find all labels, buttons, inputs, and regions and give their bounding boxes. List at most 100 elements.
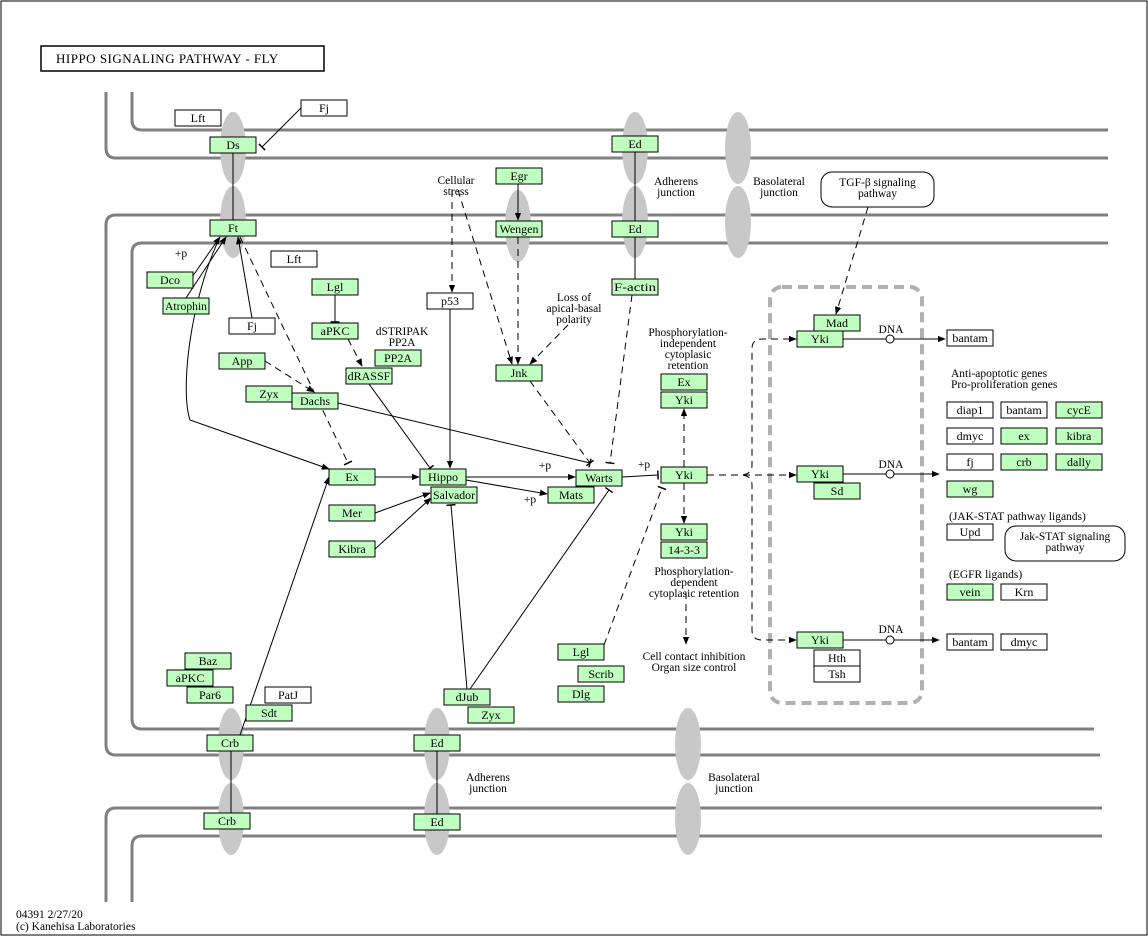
- gene-node-yki_n1[interactable]: Yki: [796, 330, 844, 348]
- annotation-text: retention: [668, 360, 709, 372]
- gene-node-baz[interactable]: Baz: [184, 652, 232, 670]
- gene-node-ft[interactable]: Ft: [209, 219, 257, 237]
- gene-node-warts[interactable]: Warts: [575, 469, 623, 487]
- gene-node-vein[interactable]: vein: [946, 583, 994, 601]
- gene-node-egr[interactable]: Egr: [495, 167, 543, 185]
- gene-node-krn[interactable]: Krn: [1000, 583, 1048, 601]
- gene-node-ed3[interactable]: Ed: [413, 734, 461, 752]
- gene-node-yki_n3[interactable]: Yki: [796, 631, 844, 649]
- gene-node-wg[interactable]: wg: [946, 480, 994, 498]
- pathway-link-label: pathway: [1046, 542, 1085, 554]
- gene-label: Hth: [828, 651, 846, 665]
- gene-node-apkc2[interactable]: aPKC: [166, 669, 214, 687]
- gene-node-djub[interactable]: dJub: [443, 688, 491, 706]
- gene-node-app[interactable]: App: [218, 352, 266, 370]
- gene-node-mer[interactable]: Mer: [328, 504, 376, 522]
- gene-node-mad[interactable]: Mad: [813, 314, 861, 332]
- gene-box: [166, 669, 214, 687]
- gene-node-lft2[interactable]: Lft: [270, 250, 318, 268]
- annotation-labels: CellularstressAdherensjunctionBasolatera…: [175, 175, 1086, 795]
- gene-node-drassf[interactable]: dRASSF: [345, 367, 393, 385]
- gene-node-dlg[interactable]: Dlg: [557, 685, 605, 703]
- gene-box: [184, 652, 232, 670]
- gene-node-kibra1[interactable]: Kibra: [328, 540, 376, 558]
- gene-node-kibra2[interactable]: kibra: [1055, 427, 1103, 445]
- gene-node-sd[interactable]: Sd: [813, 482, 861, 500]
- gene-node-fj3[interactable]: fj: [946, 453, 994, 471]
- gene-label: aPKC: [321, 324, 350, 338]
- gene-node-dally[interactable]: dally: [1055, 453, 1103, 471]
- gene-node-patj[interactable]: PatJ: [264, 686, 312, 704]
- gene-node-bantam1[interactable]: bantam: [946, 329, 994, 347]
- gene-node-ed2[interactable]: Ed: [611, 220, 659, 238]
- gene-node-zyx1[interactable]: Zyx: [245, 385, 293, 403]
- gene-node-yki3[interactable]: Yki: [660, 523, 708, 541]
- gene-node-hth[interactable]: Hth: [813, 649, 861, 667]
- gene-node-crb1[interactable]: Crb: [206, 734, 254, 752]
- gene-node-lgl1[interactable]: Lgl: [311, 278, 359, 296]
- gene-node-dachs[interactable]: Dachs: [291, 392, 339, 410]
- gene-node-yki_n2[interactable]: Yki: [796, 465, 844, 483]
- gene-box: [796, 631, 844, 649]
- nucleus-compartment: [768, 285, 924, 705]
- gene-node-scrib[interactable]: Scrib: [577, 665, 625, 683]
- gene-label: Mer: [342, 506, 362, 520]
- gene-node-salvador[interactable]: Salvador: [430, 486, 478, 504]
- gene-node-apkc1[interactable]: aPKC: [311, 322, 359, 340]
- gene-node-upd[interactable]: Upd: [946, 523, 994, 541]
- gene-node-ex2[interactable]: Ex: [660, 373, 708, 391]
- gene-node-par6[interactable]: Par6: [186, 686, 234, 704]
- gene-node-lgl2[interactable]: Lgl: [557, 643, 605, 661]
- gene-node-lft1[interactable]: Lft: [174, 109, 222, 127]
- gene-node-crb3[interactable]: crb: [1000, 453, 1048, 471]
- gene-box: [660, 541, 708, 559]
- gene-node-fj2[interactable]: Fj: [228, 317, 276, 335]
- gene-node-mats[interactable]: Mats: [547, 486, 595, 504]
- gene-node-cyce[interactable]: cycE: [1055, 401, 1103, 419]
- gene-node-yki2[interactable]: Yki: [660, 391, 708, 409]
- gene-node-fj1[interactable]: Fj: [300, 99, 348, 117]
- gene-box: [1055, 453, 1103, 471]
- gene-label: Sdt: [261, 706, 278, 720]
- gene-node-crb2[interactable]: Crb: [203, 812, 251, 830]
- gene-node-wengen[interactable]: Wengen: [495, 220, 543, 238]
- gene-box: [660, 391, 708, 409]
- gene-node-p53[interactable]: p53: [426, 292, 474, 310]
- gene-node-ed4[interactable]: Ed: [413, 813, 461, 831]
- gene-node-dco[interactable]: Dco: [146, 271, 194, 289]
- gene-node-dmyc1[interactable]: dmyc: [946, 427, 994, 445]
- gene-box: [311, 278, 359, 296]
- gene-node-hippo[interactable]: Hippo: [419, 468, 467, 486]
- gene-node-p1433[interactable]: 14-3-3: [660, 541, 708, 559]
- gene-box: [813, 665, 861, 683]
- gene-node-dmyc2[interactable]: dmyc: [1000, 633, 1048, 651]
- gene-node-bantam2[interactable]: bantam: [1000, 401, 1048, 419]
- gene-node-ex1[interactable]: Ex: [328, 468, 376, 486]
- gene-box: [946, 453, 994, 471]
- gene-node-diap1[interactable]: diap1: [946, 401, 994, 419]
- gene-node-yki_c[interactable]: Yki: [660, 466, 708, 484]
- gene-label: Dlg: [572, 687, 590, 701]
- gene-node-atrophin[interactable]: Atrophin: [162, 297, 210, 315]
- gene-node-jnk[interactable]: Jnk: [495, 364, 543, 382]
- gene-box: [611, 278, 659, 296]
- gene-node-tsh[interactable]: Tsh: [813, 665, 861, 683]
- gene-node-zyx2[interactable]: Zyx: [467, 706, 515, 724]
- gene-node-ds[interactable]: Ds: [209, 136, 257, 154]
- gene-node-bantam3[interactable]: bantam: [946, 633, 994, 651]
- gene-node-pp2a[interactable]: PP2A: [374, 349, 422, 367]
- gene-box: [270, 250, 318, 268]
- gene-node-ed1[interactable]: Ed: [611, 135, 659, 153]
- annotation-text: +p: [539, 460, 551, 472]
- gene-node-factin[interactable]: F-actin: [611, 278, 659, 296]
- gene-node-ex3[interactable]: ex: [1000, 427, 1048, 445]
- annotation-text: stress: [443, 186, 469, 198]
- gene-label: Baz: [199, 654, 218, 668]
- gene-box: [575, 469, 623, 487]
- gene-label: Egr: [510, 169, 527, 183]
- gene-box: [218, 352, 266, 370]
- gene-node-sdt[interactable]: Sdt: [245, 704, 293, 722]
